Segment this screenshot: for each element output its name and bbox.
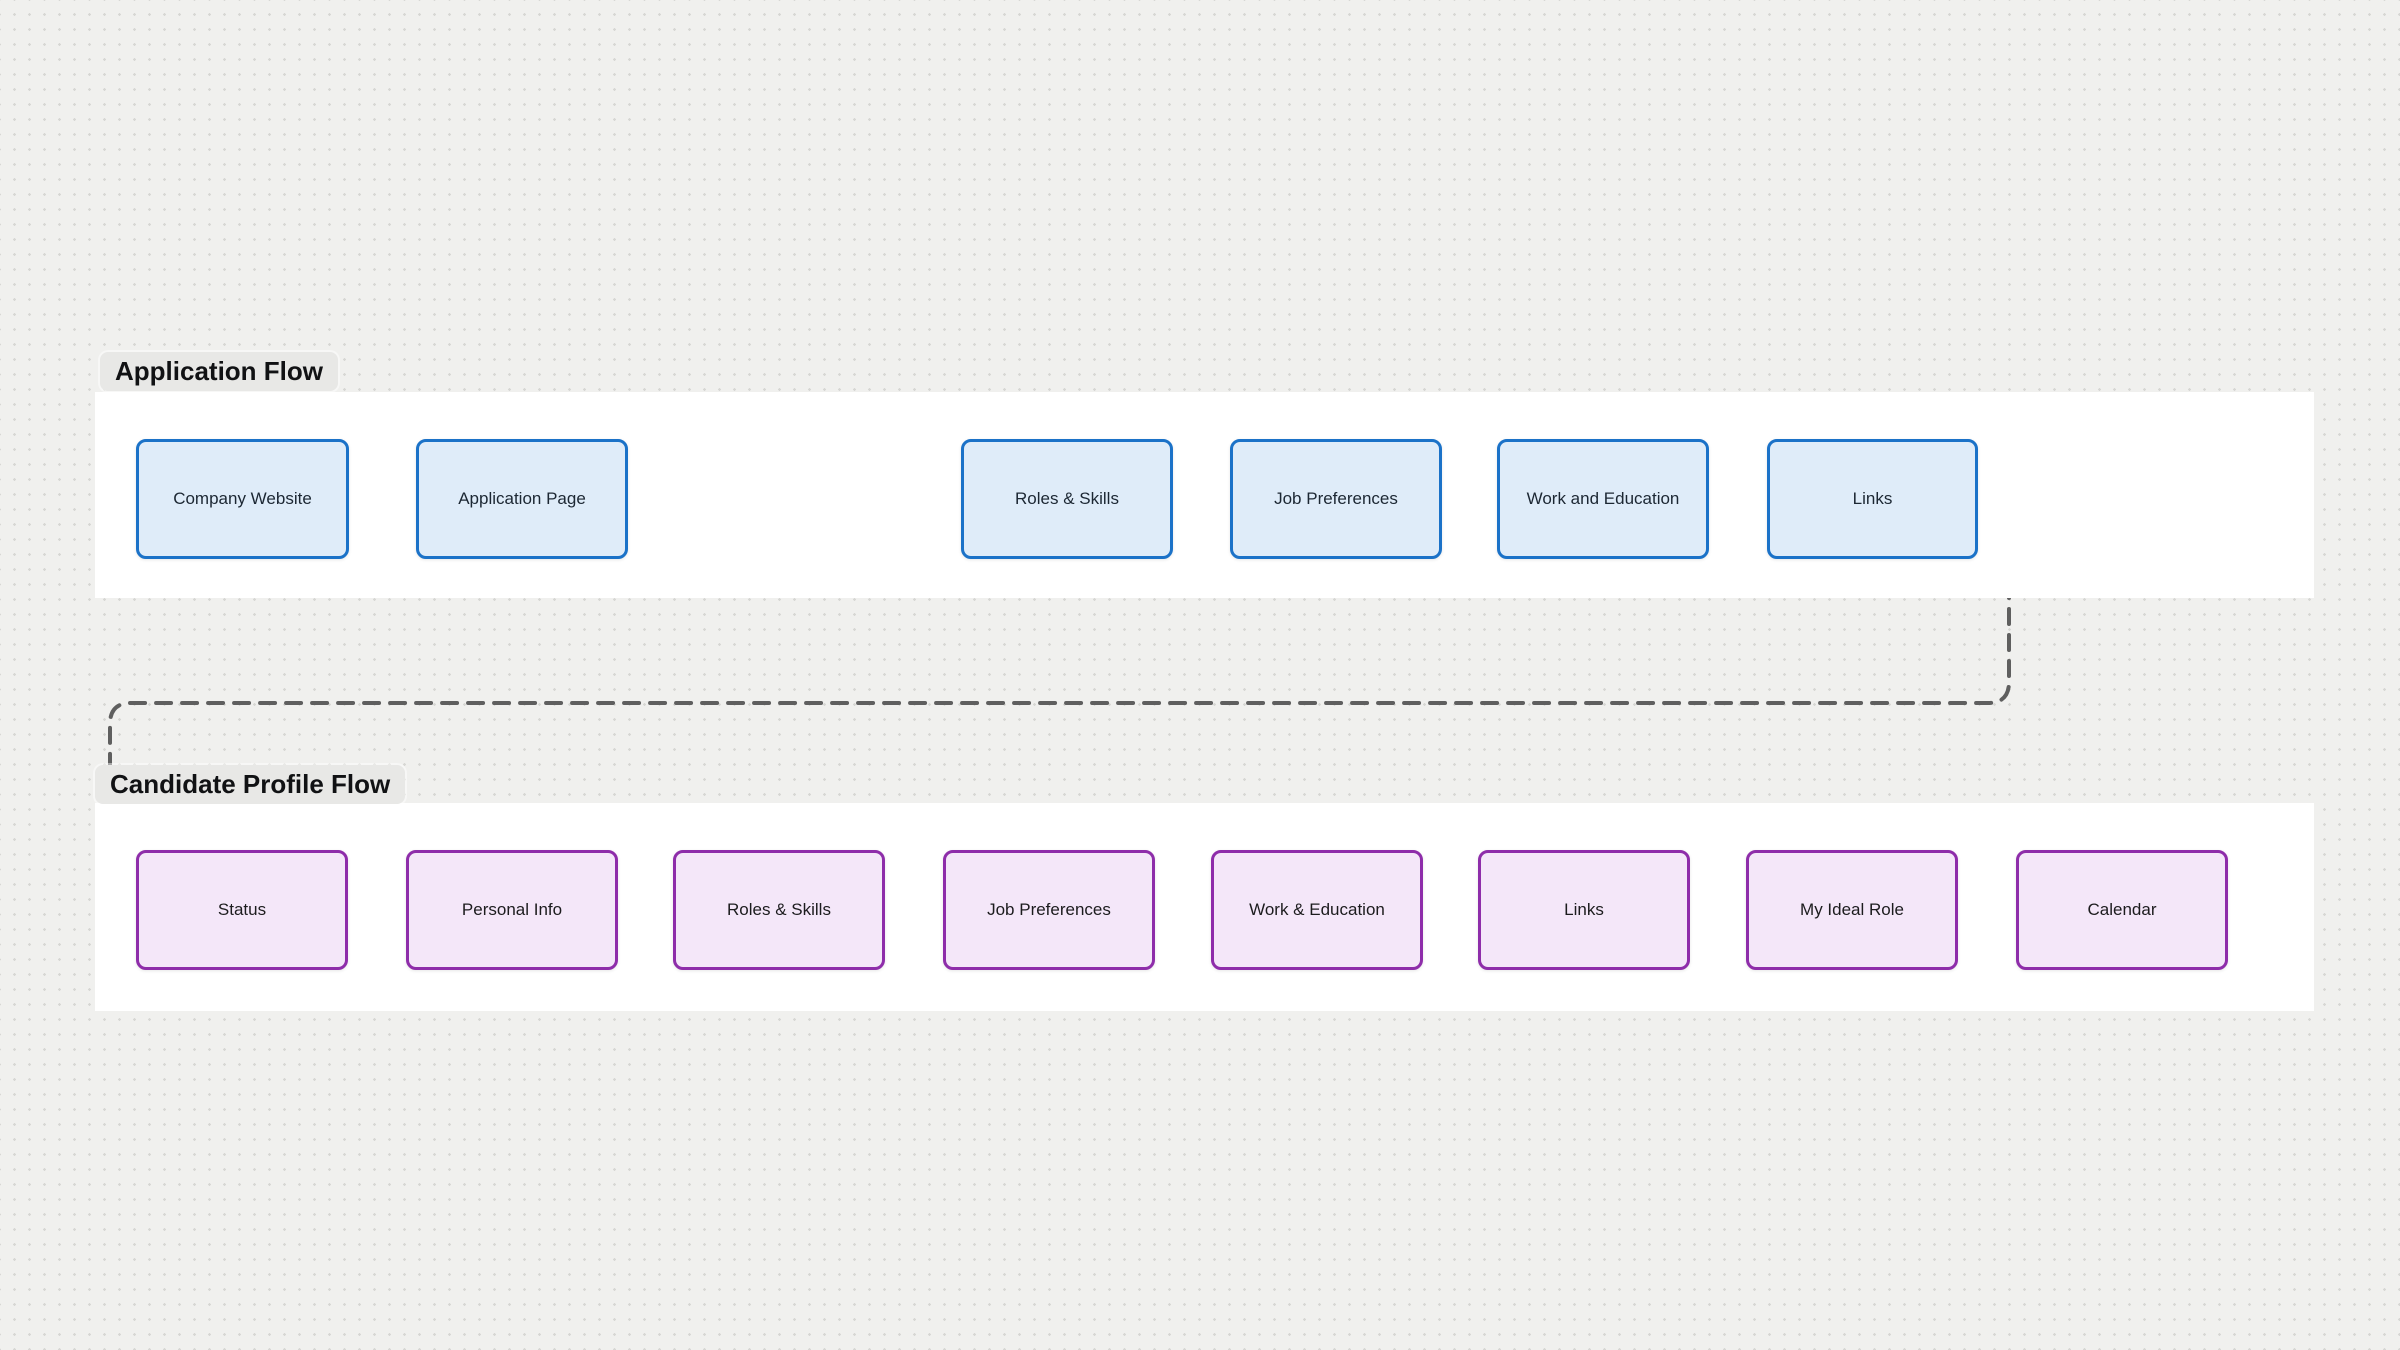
node-label: Links bbox=[1852, 489, 1893, 508]
node-label: Status bbox=[217, 900, 267, 919]
node-links[interactable]: Links bbox=[1478, 850, 1690, 970]
node-label: Job Preferences bbox=[1274, 489, 1398, 508]
node-label: Work & Education bbox=[1249, 900, 1385, 919]
node-work-and-education[interactable]: Work and Education bbox=[1497, 439, 1709, 559]
node-label: Personal Info bbox=[461, 900, 563, 919]
flow-label-text: Application Flow bbox=[115, 356, 323, 386]
node-application-page[interactable]: Application Page bbox=[416, 439, 628, 559]
node-label: Links bbox=[1564, 900, 1604, 919]
node-company-website[interactable]: Company Website bbox=[136, 439, 349, 559]
node-my-ideal-role[interactable]: My Ideal Role bbox=[1746, 850, 1958, 970]
node-roles-and-skills[interactable]: Roles & Skills bbox=[673, 850, 885, 970]
node-personal-info[interactable]: Personal Info bbox=[406, 850, 618, 970]
node-label: Company Website bbox=[173, 489, 312, 508]
candidate-profile-flow-label[interactable]: Candidate Profile Flow bbox=[95, 765, 406, 804]
node-roles-and-skills[interactable]: Roles & Skills bbox=[961, 439, 1173, 559]
application-flow-label[interactable]: Application Flow bbox=[100, 352, 338, 391]
node-label: Work and Education bbox=[1526, 489, 1680, 508]
node-label: Roles & Skills bbox=[1015, 489, 1119, 508]
node-label: Roles & Skills bbox=[727, 900, 831, 919]
node-label: Job Preferences bbox=[987, 900, 1111, 919]
node-work-and-education[interactable]: Work & Education bbox=[1211, 850, 1423, 970]
node-label: Calendar bbox=[2087, 900, 2157, 919]
node-job-preferences[interactable]: Job Preferences bbox=[943, 850, 1155, 970]
node-label: Application Page bbox=[458, 489, 586, 508]
node-links[interactable]: Links bbox=[1767, 439, 1978, 559]
node-job-preferences[interactable]: Job Preferences bbox=[1230, 439, 1442, 559]
flow-label-text: Candidate Profile Flow bbox=[110, 769, 391, 799]
node-label: My Ideal Role bbox=[1800, 900, 1904, 919]
node-status[interactable]: Status bbox=[136, 850, 348, 970]
node-calendar[interactable]: Calendar bbox=[2016, 850, 2228, 970]
